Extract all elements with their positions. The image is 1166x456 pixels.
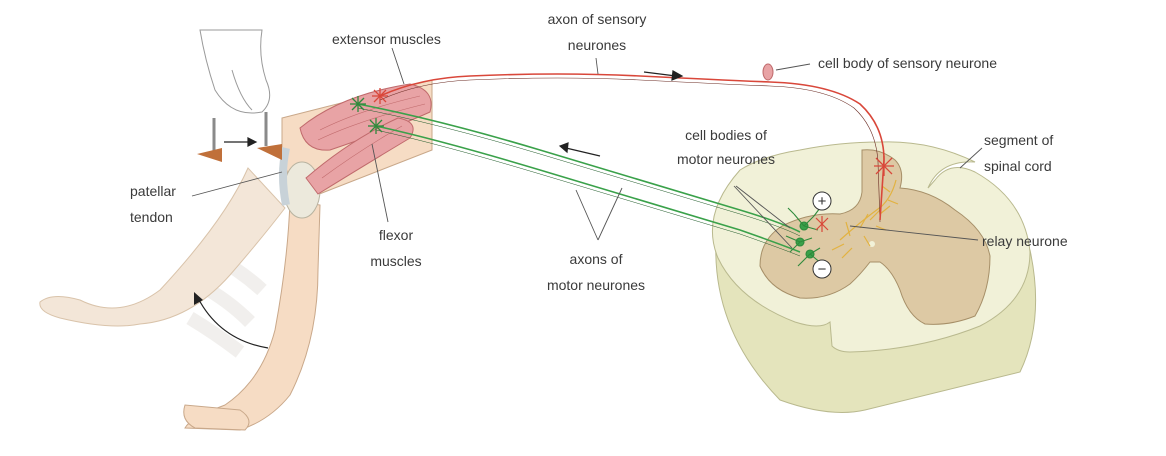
inhibitory-synapse: − xyxy=(812,259,832,279)
lower-leg-swung xyxy=(39,167,286,327)
strike-arrow xyxy=(224,137,258,147)
excitatory-synapse: + xyxy=(812,191,832,211)
relay-neurone xyxy=(831,179,899,259)
motor-axon-extensor xyxy=(357,103,801,233)
leader-patellar xyxy=(191,171,283,197)
label-flexor-2: muscles xyxy=(370,253,421,269)
leader-axon-sensory xyxy=(595,57,599,75)
label-patellar-1: patellar xyxy=(130,183,176,199)
hammer-head-right xyxy=(257,144,282,160)
patellar-tendon xyxy=(279,147,290,206)
sensory-direction-arrow xyxy=(643,70,684,81)
motor-endplate-extensor xyxy=(350,96,366,112)
label-extensor-muscles: extensor muscles xyxy=(332,31,441,47)
leader-axons-motor-right xyxy=(597,187,623,241)
sensory-neurone xyxy=(379,73,885,223)
central-canal xyxy=(869,241,875,247)
label-cell-bodies-motor-1: cell bodies of xyxy=(685,127,767,143)
muscle-striations xyxy=(317,95,426,179)
motor-axon-flexor xyxy=(375,125,801,253)
minus-symbol: − xyxy=(818,261,827,278)
motor-axon-extensor-outline xyxy=(357,107,801,237)
sensory-cell-body xyxy=(762,63,774,81)
sensory-axon xyxy=(379,73,885,161)
label-axon-sensory-1: axon of sensory xyxy=(548,11,647,27)
swing-arrow xyxy=(194,292,269,349)
motor-axon-flexor-outline xyxy=(375,129,801,257)
label-axons-motor-1: axons of xyxy=(570,251,623,267)
label-axons-motor-2: motor neurones xyxy=(547,277,645,293)
leg xyxy=(39,79,433,431)
label-patellar-2: tendon xyxy=(130,209,173,225)
leader-relay xyxy=(849,225,979,241)
sensory-terminal-star xyxy=(874,156,894,176)
motor-cell-bodies xyxy=(785,207,823,267)
sensory-receptor-star xyxy=(372,88,388,104)
hammer-head-left xyxy=(197,148,222,162)
leader-cell-body-sensory xyxy=(775,63,811,71)
motor-direction-arrow xyxy=(558,142,601,157)
label-axon-sensory-2: neurones xyxy=(568,37,626,53)
plus-symbol: + xyxy=(818,193,827,210)
sensory-axon-outline xyxy=(379,77,881,223)
leader-cell-bodies-motor-1 xyxy=(735,185,791,229)
leader-axons-motor-left xyxy=(575,189,599,241)
leader-flexor xyxy=(371,143,389,223)
leader-cell-bodies-motor-2 xyxy=(733,185,793,249)
hand-with-hammer xyxy=(197,29,282,162)
foot xyxy=(183,404,250,431)
leader-extensor xyxy=(391,47,405,85)
leader-segment xyxy=(959,147,983,169)
label-cell-body-sensory: cell body of sensory neurone xyxy=(818,55,997,71)
label-segment-2: spinal cord xyxy=(984,158,1052,174)
grey-matter xyxy=(759,149,991,325)
motor-endplate-flexor xyxy=(368,118,384,134)
label-segment-1: segment of xyxy=(984,132,1053,148)
finger xyxy=(231,69,253,111)
motor-neurones xyxy=(357,103,801,257)
flexor-muscle xyxy=(305,117,414,195)
label-flexor-1: flexor xyxy=(379,227,414,243)
spinal-cord xyxy=(711,141,1037,413)
label-cell-bodies-motor-2: motor neurones xyxy=(677,151,775,167)
label-relay-neurone: relay neurone xyxy=(982,233,1068,249)
relay-synapse-star xyxy=(815,216,829,232)
hand xyxy=(199,29,271,114)
